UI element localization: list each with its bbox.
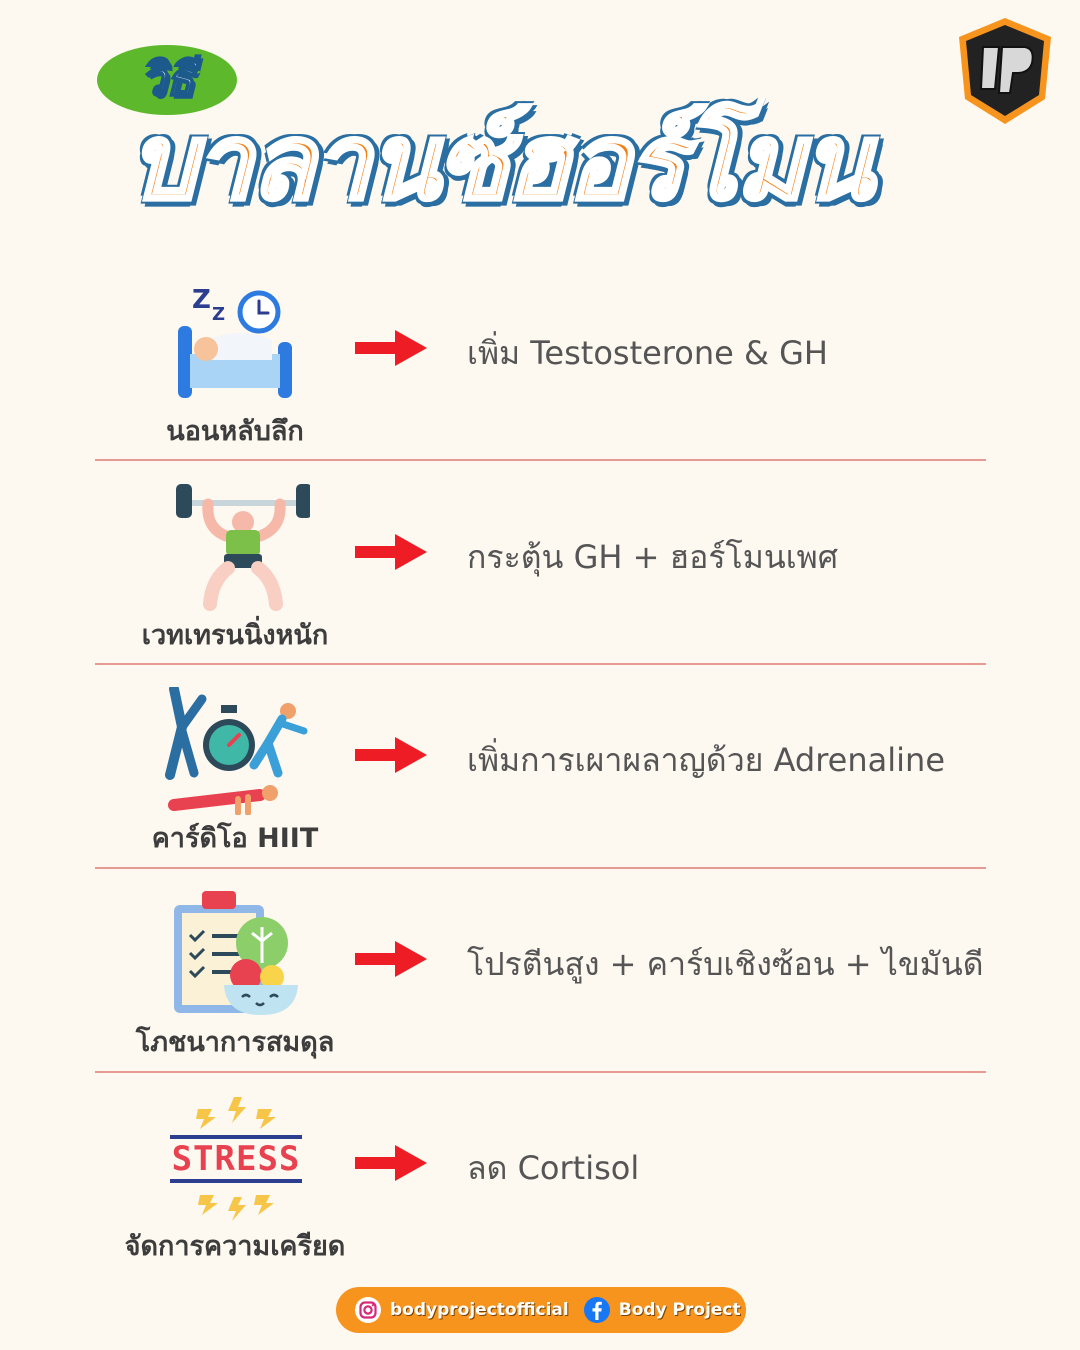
- instagram-icon[interactable]: [354, 1296, 382, 1324]
- svg-text:Z: Z: [192, 285, 211, 315]
- item-label: โภชนาการสมดุล: [135, 1027, 335, 1058]
- header-badge-text: วิธี: [139, 51, 195, 107]
- list-item: STRESS จัดการความเครียด ลด Cortisol: [0, 1085, 1080, 1289]
- arrow-right-icon: [355, 737, 427, 773]
- arrow-right-icon: [355, 330, 427, 366]
- svg-text:Z: Z: [212, 304, 225, 325]
- divider: [95, 459, 986, 461]
- stress-icon: STRESS: [160, 1095, 310, 1223]
- list-item: Z Z นอนหลับลึก เพิ่ม Testosterone & GH: [0, 270, 1080, 474]
- item-label: นอนหลับลึก: [166, 416, 304, 447]
- instagram-handle[interactable]: bodyprojectofficial: [390, 1300, 569, 1320]
- item-description: เพิ่มการเผาผลาญด้วย Adrenaline: [467, 741, 945, 779]
- item-label: คาร์ดิโอ HIIT: [151, 823, 319, 854]
- list-item: เวทเทรนนิ่งหนัก กระตุ้น GH + ฮอร์โมนเพศ: [0, 474, 1080, 678]
- item-description: ลด Cortisol: [467, 1149, 640, 1187]
- divider: [95, 867, 986, 869]
- weightlifting-icon: [176, 484, 310, 611]
- item-description: กระตุ้น GH + ฮอร์โมนเพศ: [467, 538, 839, 576]
- social-footer: bodyprojectofficial Body Project: [336, 1287, 746, 1333]
- nutrition-clipboard-icon: [174, 891, 298, 1015]
- hiit-stopwatch-icon: [165, 687, 308, 815]
- facebook-handle[interactable]: Body Project: [618, 1300, 741, 1320]
- arrow-right-icon: [355, 534, 427, 570]
- sleep-bed-clock-icon: Z Z: [178, 285, 292, 398]
- page-title: บาลานซ์ฮอร์โมน: [128, 99, 876, 225]
- item-label: จัดการความเครียด: [124, 1231, 346, 1262]
- arrow-right-icon: [355, 941, 427, 977]
- facebook-icon[interactable]: [583, 1296, 611, 1324]
- brand-logo-icon: [959, 18, 1051, 124]
- stress-icon-text: STRESS: [171, 1139, 301, 1179]
- divider: [95, 663, 986, 665]
- list-item: คาร์ดิโอ HIIT เพิ่มการเผาผลาญด้วย Adrena…: [0, 677, 1080, 881]
- arrow-right-icon: [355, 1145, 427, 1181]
- divider: [95, 1071, 986, 1073]
- list-item: โภชนาการสมดุล โปรตีนสูง + คาร์บเชิงซ้อน …: [0, 881, 1080, 1085]
- item-description: โปรตีนสูง + คาร์บเชิงซ้อน + ไขมันดี: [467, 945, 984, 983]
- item-label: เวทเทรนนิ่งหนัก: [141, 620, 329, 651]
- header-badge: วิธี: [97, 45, 237, 115]
- item-description: เพิ่ม Testosterone & GH: [467, 334, 828, 372]
